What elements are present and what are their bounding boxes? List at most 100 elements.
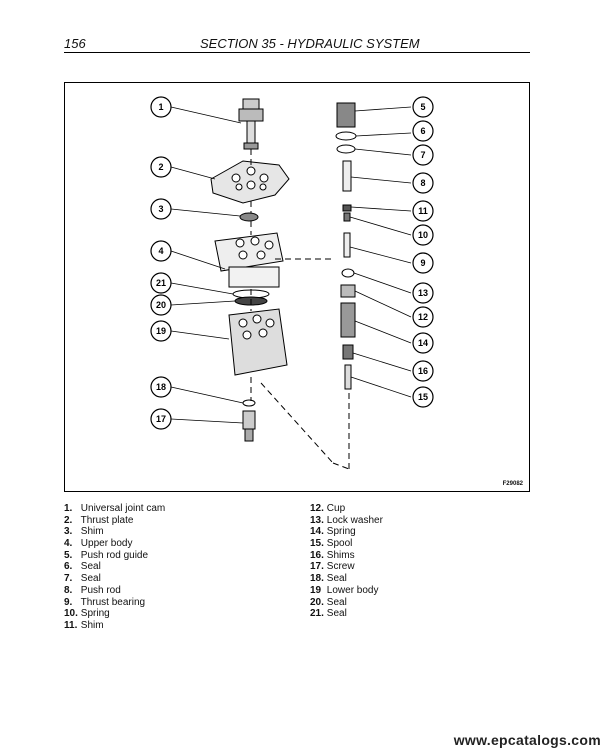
callout-4: 4 (150, 240, 172, 262)
legend-number: 5. (64, 549, 73, 561)
callout-9: 9 (412, 252, 434, 274)
part-cup (340, 284, 356, 298)
legend-item: 21. Seal (310, 608, 383, 620)
part-push-rod-guide (336, 102, 356, 128)
svg-text:18: 18 (156, 382, 166, 392)
legend-number: 10. (64, 608, 78, 620)
part-seal-6 (335, 131, 357, 141)
svg-text:12: 12 (418, 312, 428, 322)
legend-item: 12. Cup (310, 503, 383, 515)
legend-item: 19 Lower body (310, 585, 383, 597)
callout-20: 20 (150, 294, 172, 316)
callout-1: 1 (150, 96, 172, 118)
part-upper-body (214, 232, 284, 288)
svg-text:17: 17 (156, 414, 166, 424)
page-number: 156 (64, 36, 86, 51)
legend-label: Lower body (326, 584, 379, 596)
svg-text:10: 10 (418, 230, 428, 240)
svg-text:7: 7 (420, 150, 425, 160)
legend-number: 12. (310, 503, 324, 514)
legend-label: Universal joint cam (80, 503, 166, 514)
part-spring-10 (343, 212, 351, 222)
callout-8: 8 (412, 172, 434, 194)
part-lower-body (228, 308, 288, 376)
legend-number: 2. (64, 514, 73, 526)
svg-text:6: 6 (420, 126, 425, 136)
callout-6: 6 (412, 120, 434, 142)
svg-text:14: 14 (418, 338, 428, 348)
legend-number: 14. (310, 526, 324, 538)
legend-item: 8. Push rod (64, 585, 165, 597)
callout-18: 18 (150, 376, 172, 398)
part-shims-16 (342, 344, 354, 360)
legend-label: Lock washer (326, 514, 383, 526)
svg-text:9: 9 (420, 258, 425, 268)
callout-3: 3 (150, 198, 172, 220)
part-seal-7 (336, 144, 356, 154)
legend-item: 3. Shim (64, 526, 165, 538)
legend-item: 10. Spring (64, 608, 165, 620)
legend-number: 17. (310, 561, 324, 573)
legend-item: 15. Spool (310, 538, 383, 550)
figure-code: F29082 (502, 481, 523, 487)
callout-7: 7 (412, 144, 434, 166)
legend-item: 4. Upper body (64, 538, 165, 550)
svg-text:20: 20 (156, 300, 166, 310)
part-screw (242, 410, 256, 442)
part-thrust-bearing (343, 232, 351, 258)
legend-item: 9. Thrust bearing (64, 597, 165, 609)
svg-text:19: 19 (156, 326, 166, 336)
legend-number: 16. (310, 549, 324, 561)
legend-label: Seal (326, 573, 347, 585)
legend-label: Shims (326, 549, 355, 561)
legend-number: 7. (64, 573, 73, 585)
callout-2: 2 (150, 156, 172, 178)
legend-item: 20. Seal (310, 597, 383, 609)
legend-item: 14. Spring (310, 526, 383, 538)
footer-url: www.epcatalogs.com (453, 732, 601, 748)
legend-label: Cup (326, 503, 346, 514)
svg-text:11: 11 (418, 206, 428, 216)
svg-text:2: 2 (158, 162, 163, 172)
legend-item: 16. Shims (310, 550, 383, 562)
legend-label: Shim (80, 619, 104, 631)
part-push-rod (342, 160, 352, 192)
legend-number: 4. (64, 538, 73, 550)
part-universal-joint-cam (238, 98, 264, 150)
legend-number: 3. (64, 526, 73, 538)
callout-11: 11 (412, 200, 434, 222)
legend-number: 6. (64, 561, 73, 573)
svg-text:21: 21 (156, 278, 166, 288)
legend-label: Thrust bearing (80, 596, 146, 608)
legend-item: 13. Lock washer (310, 515, 383, 527)
svg-text:1: 1 (158, 102, 163, 112)
svg-text:4: 4 (158, 246, 163, 256)
svg-text:8: 8 (420, 178, 425, 188)
callout-12: 12 (412, 306, 434, 328)
part-shim (239, 212, 259, 222)
legend-number: 20. (310, 596, 324, 608)
legend-label: Screw (326, 561, 355, 573)
legend-label: Push rod guide (80, 549, 149, 561)
legend-label: Seal (326, 596, 347, 608)
callout-17: 17 (150, 408, 172, 430)
legend-item: 2. Thrust plate (64, 515, 165, 527)
legend-item: 5. Push rod guide (64, 550, 165, 562)
part-shim-11 (342, 204, 352, 212)
callout-13: 13 (412, 282, 434, 304)
legend-item: 17. Screw (310, 561, 383, 573)
legend-number: 18. (310, 573, 324, 585)
callout-5: 5 (412, 96, 434, 118)
legend-item: 11. Shim (64, 620, 165, 632)
legend-number: 9. (64, 596, 73, 608)
legend-item: 7. Seal (64, 573, 165, 585)
legend-label: Spring (326, 526, 356, 538)
part-seal-18 (242, 399, 256, 407)
legend-label: Seal (80, 561, 101, 573)
legend-label: Push rod (80, 584, 121, 596)
legend-item: 6. Seal (64, 561, 165, 573)
legend-number: 1. (64, 503, 73, 514)
